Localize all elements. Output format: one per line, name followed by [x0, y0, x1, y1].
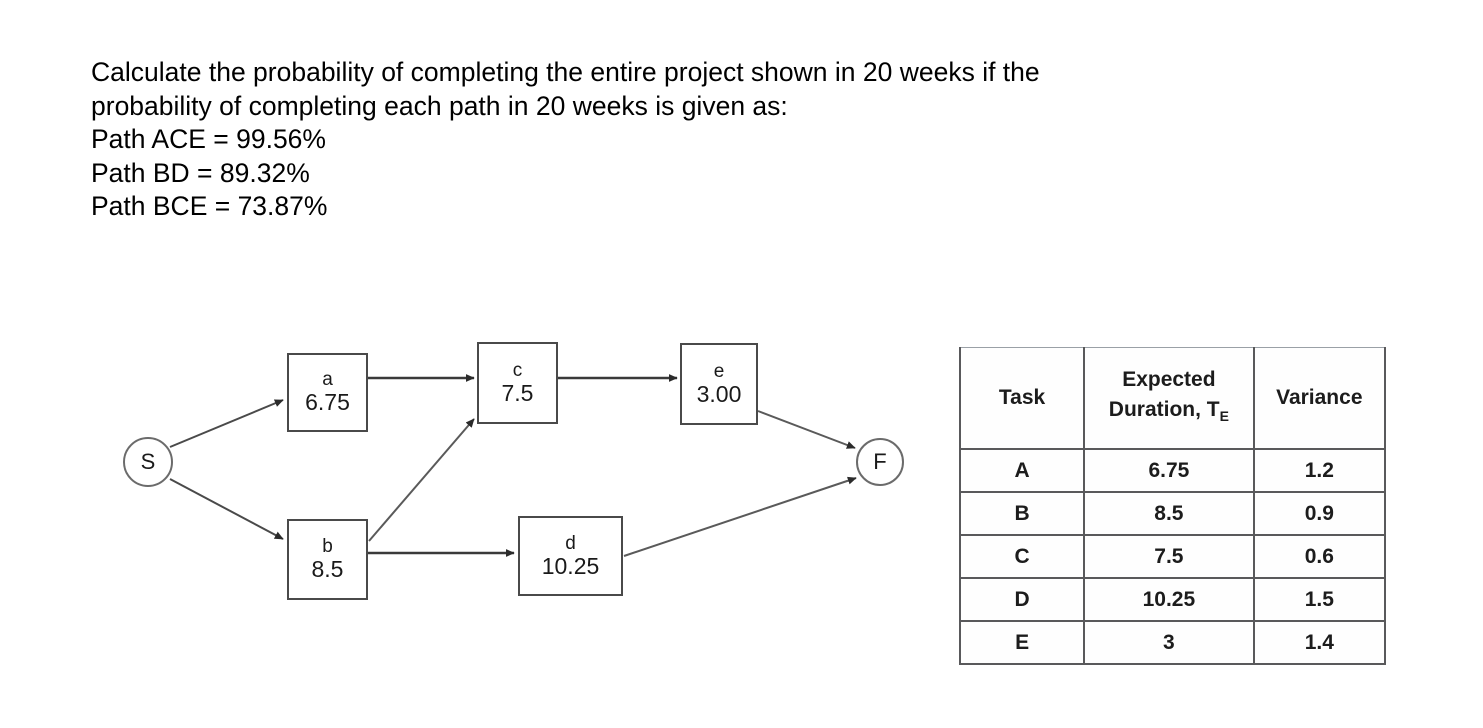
question-prompt-line-1: Calculate the probability of completing …: [91, 57, 1040, 87]
cell-task: C: [958, 534, 1085, 579]
cell-duration: 6.75: [1083, 448, 1255, 493]
task-node-e-label: e: [713, 360, 725, 382]
table-row: D 10.25 1.5: [958, 577, 1387, 622]
diagram-edges-layer: [169, 374, 857, 557]
cell-variance: 1.2: [1253, 448, 1387, 493]
task-node-e[interactable]: e 3.00: [680, 343, 758, 425]
start-node-s[interactable]: S: [123, 437, 173, 487]
finish-node-f[interactable]: F: [856, 438, 904, 486]
cell-duration: 8.5: [1083, 491, 1255, 536]
table-body: A 6.75 1.2 B 8.5 0.9 C 7.5 0.6 D 10.25 1…: [958, 448, 1387, 665]
edge-d-to-f: [623, 476, 857, 557]
table-row: E 3 1.4: [958, 620, 1387, 665]
edge-e-to-f: [757, 410, 856, 449]
task-node-d[interactable]: d 10.25: [518, 516, 623, 596]
column-header-variance: Variance: [1253, 347, 1387, 450]
question-prompt-line-2: probability of completing each path in 2…: [91, 90, 788, 121]
table-row: B 8.5 0.9: [958, 491, 1387, 536]
cell-duration: 10.25: [1083, 577, 1255, 622]
cell-variance: 1.4: [1253, 620, 1387, 665]
path-probability-bce: Path BCE = 73.87%: [91, 191, 328, 221]
task-node-c[interactable]: c 7.5: [477, 342, 558, 424]
table-row: C 7.5 0.6: [958, 534, 1387, 579]
task-node-b-label: b: [322, 536, 333, 557]
column-header-duration-line-1: Expected: [1122, 367, 1216, 391]
cell-duration: 3: [1083, 620, 1255, 665]
task-node-e-duration: 3.00: [696, 380, 742, 407]
path-probability-bd: Path BD = 89.32%: [91, 157, 310, 188]
task-node-d-label: d: [565, 532, 576, 554]
edge-s-to-a: [169, 399, 284, 448]
task-node-c-label: c: [512, 359, 523, 381]
cell-task: B: [958, 491, 1085, 536]
path-probability-ace: Path ACE = 99.56%: [91, 124, 326, 154]
task-duration-variance-table: Task Expected Duration, TE Variance A 6.…: [958, 347, 1387, 665]
column-header-duration-subscript: E: [1219, 408, 1229, 425]
cell-variance: 1.5: [1253, 577, 1387, 622]
edge-s-to-b: [169, 478, 284, 540]
cell-variance: 0.9: [1253, 491, 1387, 536]
table-row: A 6.75 1.2: [958, 448, 1387, 493]
project-network-diagram: S a 6.75 b 8.5 c 7.5 d 10.25 e 3.00 F: [123, 342, 904, 600]
cell-duration: 7.5: [1083, 534, 1255, 579]
task-node-c-duration: 7.5: [501, 379, 534, 406]
task-node-a-duration: 6.75: [305, 389, 350, 415]
task-node-a[interactable]: a 6.75: [287, 353, 368, 432]
column-header-task: Task: [958, 347, 1085, 450]
task-node-d-duration: 10.25: [541, 552, 600, 579]
column-header-expected-duration: Expected Duration, TE: [1083, 347, 1255, 450]
task-node-b-duration: 8.5: [311, 556, 344, 582]
task-node-b[interactable]: b 8.5: [287, 519, 368, 600]
table-header-row: Task Expected Duration, TE Variance: [958, 347, 1387, 450]
cell-variance: 0.6: [1253, 534, 1387, 579]
start-node-label: S: [140, 449, 156, 474]
cell-task: A: [958, 448, 1085, 493]
edge-b-to-c: [368, 418, 475, 542]
cell-task: D: [958, 577, 1085, 622]
question-text-block: Calculate the probability of completing …: [91, 56, 1351, 224]
finish-node-label: F: [873, 449, 887, 474]
task-node-a-label: a: [322, 369, 333, 390]
column-header-duration-line-2: Duration, T: [1108, 397, 1220, 421]
cell-task: E: [958, 620, 1085, 665]
